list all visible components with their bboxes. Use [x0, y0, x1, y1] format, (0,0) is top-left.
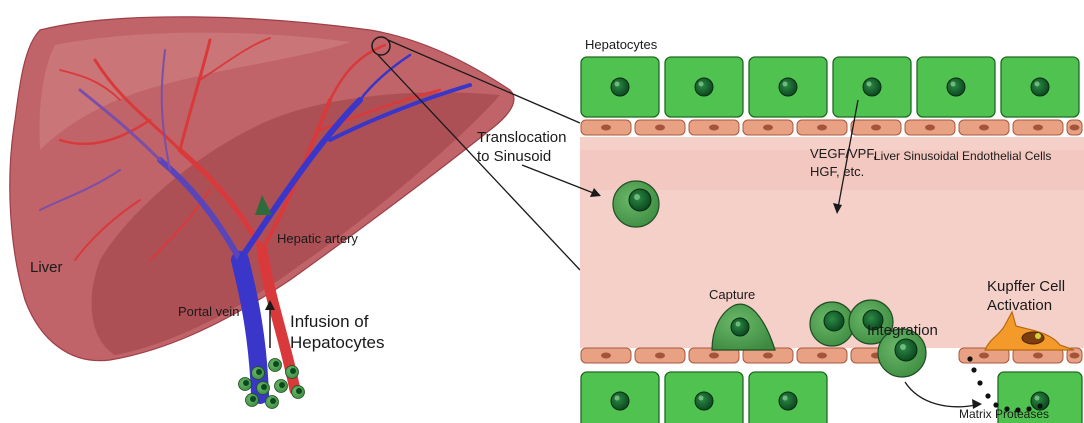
- integrating-hepatocyte: [877, 328, 927, 378]
- endothelial-cell-bottom-9: [1012, 347, 1064, 364]
- hepatocyte-top-6: [1000, 56, 1080, 118]
- protease-dot-2: [977, 380, 983, 386]
- sinusoid-panel: Hepatocytes Translocation to Sinusoid VE…: [477, 37, 1084, 423]
- hepatocyte-bottom-1: [580, 371, 660, 423]
- endothelial-cell-bottom-1: [580, 347, 632, 364]
- endothelial-cell-top-6: [850, 119, 902, 136]
- label-vegf-line2: HGF, etc.: [810, 164, 864, 179]
- hepatocyte-top-3: [748, 56, 828, 118]
- infusion-arrow: [265, 300, 275, 348]
- infused-hepatocyte-5: [256, 381, 270, 395]
- endothelial-cell-top-5: [796, 119, 848, 136]
- label-kupffer-line1: Kupffer Cell: [987, 278, 1065, 295]
- infused-hepatocyte-1: [251, 366, 265, 380]
- label-hepatocytes: Hepatocytes: [585, 37, 658, 52]
- vegf-arrow: [833, 99, 859, 214]
- label-lsec: Liver Sinusoidal Endothelial Cells: [874, 149, 1051, 163]
- protease-dot-9: [967, 356, 973, 362]
- gallbladder: [255, 195, 272, 215]
- infused-hepatocyte-6: [274, 379, 288, 393]
- protease-dot-7: [1026, 406, 1032, 412]
- liver-highlight: [39, 32, 350, 150]
- integration-arrow: [904, 381, 982, 409]
- hepatocyte-top-5: [916, 56, 996, 118]
- label-infusion-line1: Infusion of: [290, 312, 369, 331]
- matrix-protease-dots: [967, 356, 1043, 413]
- kupffer-cell: [984, 310, 1075, 351]
- infused-hepatocyte-cluster: [238, 358, 305, 409]
- hepatocyte-top-4: [832, 56, 912, 118]
- hepatocyte-row-top: [580, 56, 1080, 118]
- endothelial-cell-top-9: [1012, 119, 1064, 136]
- infused-hepatocyte-3: [285, 365, 299, 379]
- endothelial-cell-top-3: [688, 119, 740, 136]
- infused-hepatocyte-2: [268, 358, 282, 372]
- endothelial-cell-bottom-5: [796, 347, 848, 364]
- sinusoid-lumen-gradient: [580, 150, 1084, 190]
- endothelial-cell-bottom-10: [1066, 347, 1083, 364]
- hepatocyte-bottom-2: [664, 371, 744, 423]
- protease-dot-3: [985, 393, 991, 399]
- hepatocyte-aggregate: [809, 299, 894, 347]
- endothelial-cell-top-2: [634, 119, 686, 136]
- protease-dot-1: [971, 367, 977, 373]
- label-hepatic-artery: Hepatic artery: [277, 231, 358, 246]
- label-portal-vein: Portal vein: [178, 304, 239, 319]
- label-translocation-line2: to Sinusoid: [477, 148, 551, 165]
- label-capture: Capture: [709, 287, 755, 302]
- endothelial-cell-top-8: [958, 119, 1010, 136]
- label-kupffer-line2: Activation: [987, 297, 1052, 314]
- translocation-arrow: [521, 164, 601, 197]
- endothelial-cell-top-10: [1066, 119, 1083, 136]
- label-infusion-line2: Hepatocytes: [290, 333, 385, 352]
- endothelial-cell-top-4: [742, 119, 794, 136]
- label-liver: Liver: [30, 259, 63, 276]
- endothelial-row-top: [580, 119, 1083, 136]
- protease-dot-6: [1015, 407, 1021, 413]
- hepatocyte-top-2: [664, 56, 744, 118]
- label-vegf-line1: VEGF/VPF,: [810, 146, 876, 161]
- hepatocyte-row-bottom: [580, 371, 1083, 423]
- infused-hepatocyte-8: [245, 393, 259, 407]
- liver-lower-lobe-shade: [91, 92, 500, 355]
- endothelial-cell-top-1: [580, 119, 632, 136]
- label-translocation-line1: Translocation: [477, 129, 567, 146]
- infused-hepatocyte-4: [238, 377, 252, 391]
- infused-hepatocyte-7: [291, 385, 305, 399]
- endothelial-cell-top-7: [904, 119, 956, 136]
- zoom-lines: [377, 39, 581, 271]
- hepatocyte-bottom-3: [748, 371, 828, 423]
- protease-dot-8: [1037, 403, 1043, 409]
- protease-dot-5: [1004, 406, 1010, 412]
- hepatocyte-top-1: [580, 56, 660, 118]
- endothelial-cell-bottom-2: [634, 347, 686, 364]
- infused-hepatocyte-9: [265, 395, 279, 409]
- free-hepatocyte: [612, 180, 660, 228]
- protease-dot-4: [993, 402, 999, 408]
- zoom-circle: [371, 36, 391, 56]
- hepatic-artery-branches: [58, 37, 442, 396]
- captured-hepatocyte: [711, 303, 776, 351]
- liver-illustration: [9, 16, 515, 404]
- label-integration: Integration: [867, 322, 938, 339]
- label-matrix-proteases: Matrix Proteases: [959, 407, 1049, 421]
